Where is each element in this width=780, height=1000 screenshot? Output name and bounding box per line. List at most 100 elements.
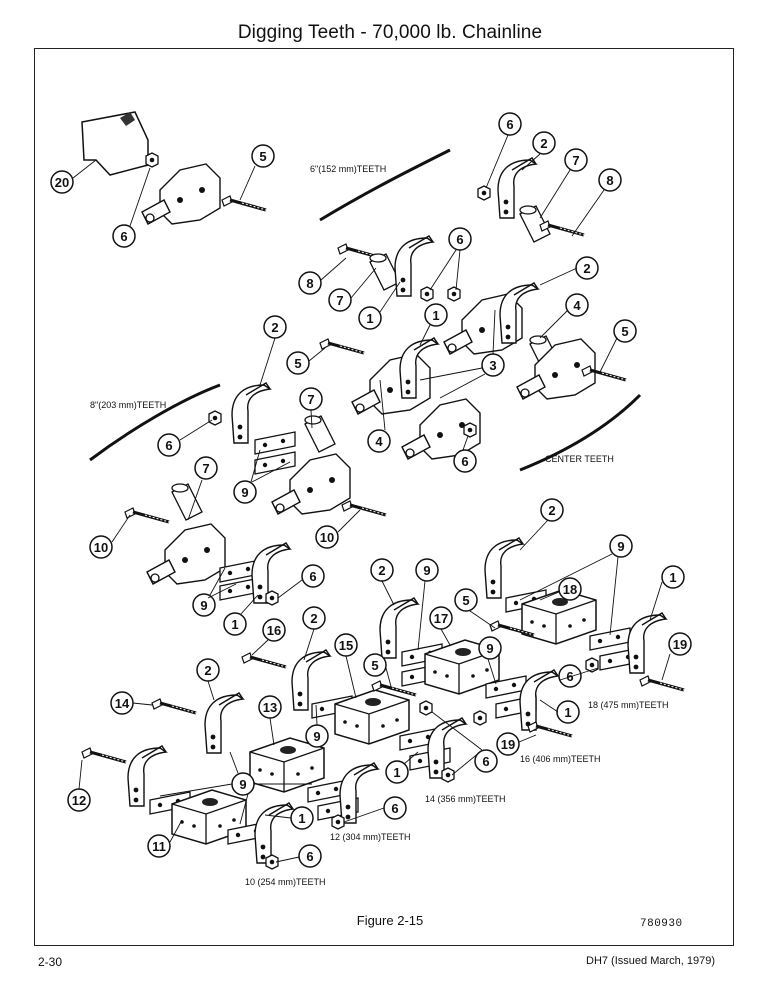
callout-9: 9 <box>192 593 216 617</box>
svg-text:7: 7 <box>202 461 209 476</box>
svg-text:13: 13 <box>263 700 277 715</box>
svg-text:2: 2 <box>540 136 547 151</box>
callout-5: 5 <box>363 653 387 677</box>
svg-text:1: 1 <box>366 311 373 326</box>
svg-text:8: 8 <box>606 173 613 188</box>
svg-text:7: 7 <box>572 153 579 168</box>
svg-text:5: 5 <box>259 149 266 164</box>
callout-20: 20 <box>50 170 74 194</box>
callout-12: 12 <box>67 788 91 812</box>
callout-7: 7 <box>328 288 352 312</box>
callout-5: 5 <box>251 144 275 168</box>
teeth-label-14in: 14 (356 mm)TEETH <box>425 794 506 804</box>
svg-text:5: 5 <box>294 356 301 371</box>
callout-6: 6 <box>157 433 181 457</box>
teeth-label-12in: 12 (304 mm)TEETH <box>330 832 411 842</box>
svg-text:19: 19 <box>501 737 515 752</box>
svg-text:2: 2 <box>583 261 590 276</box>
svg-text:1: 1 <box>231 617 238 632</box>
svg-text:1: 1 <box>564 705 571 720</box>
figure-frame <box>34 48 734 946</box>
callout-2: 2 <box>532 131 556 155</box>
callout-1: 1 <box>661 565 685 589</box>
callout-8: 8 <box>598 168 622 192</box>
svg-text:2: 2 <box>310 611 317 626</box>
svg-text:2: 2 <box>271 320 278 335</box>
callout-5: 5 <box>613 319 637 343</box>
callout-4: 4 <box>367 429 391 453</box>
svg-text:9: 9 <box>200 598 207 613</box>
page-number: 2-30 <box>38 955 63 969</box>
svg-text:11: 11 <box>152 839 166 854</box>
svg-text:3: 3 <box>489 358 496 373</box>
svg-text:6: 6 <box>306 849 313 864</box>
svg-text:7: 7 <box>307 392 314 407</box>
callout-1: 1 <box>223 612 247 636</box>
svg-text:6: 6 <box>482 754 489 769</box>
svg-text:10: 10 <box>94 540 108 555</box>
callout-6: 6 <box>112 224 136 248</box>
callout-10: 10 <box>89 535 113 559</box>
svg-text:9: 9 <box>423 563 430 578</box>
svg-text:6: 6 <box>506 117 513 132</box>
callout-2: 2 <box>263 315 287 339</box>
svg-text:9: 9 <box>239 777 246 792</box>
svg-text:5: 5 <box>621 324 628 339</box>
callout-10: 10 <box>315 525 339 549</box>
teeth-label-center: CENTER TEETH <box>545 454 614 464</box>
callout-6: 6 <box>383 796 407 820</box>
svg-text:18: 18 <box>563 582 577 597</box>
svg-text:6: 6 <box>165 438 172 453</box>
svg-text:19: 19 <box>673 637 687 652</box>
svg-text:4: 4 <box>573 298 581 313</box>
callout-2: 2 <box>540 498 564 522</box>
callout-2: 2 <box>575 256 599 280</box>
callout-9: 9 <box>415 558 439 582</box>
callout-9: 9 <box>305 724 329 748</box>
part-callouts: 20 6 5 6 2 7 8 6 2 8 7 1 4 2 1 5 5 3 7 6… <box>50 112 692 868</box>
callout-19: 19 <box>496 732 520 756</box>
callout-7: 7 <box>194 456 218 480</box>
callout-9: 9 <box>231 772 255 796</box>
teeth-label-18in: 18 (475 mm)TEETH <box>588 700 669 710</box>
svg-text:6: 6 <box>391 801 398 816</box>
svg-text:2: 2 <box>548 503 555 518</box>
callout-19: 19 <box>668 632 692 656</box>
page-title: Digging Teeth - 70,000 lb. Chainline <box>237 22 543 43</box>
callout-4: 4 <box>565 293 589 317</box>
document-reference: DH7 (Issued March, 1979) <box>586 955 715 967</box>
svg-text:1: 1 <box>432 308 439 323</box>
svg-text:9: 9 <box>486 641 493 656</box>
svg-text:6: 6 <box>120 229 127 244</box>
callout-9: 9 <box>233 480 257 504</box>
svg-text:1: 1 <box>393 765 400 780</box>
teeth-label-6in: 6"(152 mm)TEETH <box>310 164 386 174</box>
svg-text:15: 15 <box>339 638 353 653</box>
svg-text:7: 7 <box>336 293 343 308</box>
callout-13: 13 <box>258 695 282 719</box>
assembly-top-left <box>81 111 268 225</box>
svg-text:6: 6 <box>456 232 463 247</box>
callout-2: 2 <box>370 558 394 582</box>
callout-7: 7 <box>564 148 588 172</box>
teeth-label-10in: 10 (254 mm)TEETH <box>245 877 326 887</box>
svg-text:14: 14 <box>115 696 130 711</box>
callout-16: 16 <box>262 618 286 642</box>
teeth-label-8in: 8"(203 mm)TEETH <box>90 400 166 410</box>
callout-9: 9 <box>609 534 633 558</box>
callout-5: 5 <box>454 588 478 612</box>
section-curve-6in <box>319 148 451 222</box>
callout-2: 2 <box>302 606 326 630</box>
teeth-label-16in: 16 (406 mm)TEETH <box>520 754 601 764</box>
svg-text:6: 6 <box>461 454 468 469</box>
figure-number: 780930 <box>640 918 683 930</box>
callout-3: 3 <box>481 353 505 377</box>
svg-text:6: 6 <box>309 569 316 584</box>
svg-text:9: 9 <box>617 539 624 554</box>
svg-text:10: 10 <box>320 530 334 545</box>
callout-6: 6 <box>498 112 522 136</box>
svg-text:16: 16 <box>267 623 281 638</box>
callout-17: 17 <box>429 606 453 630</box>
callout-1: 1 <box>385 760 409 784</box>
